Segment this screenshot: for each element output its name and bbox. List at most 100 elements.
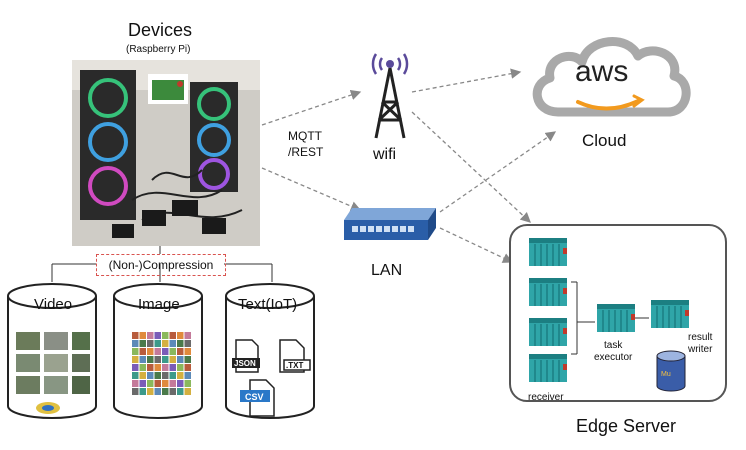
mosaic-tile [154,340,161,347]
mosaic-tile [184,356,191,363]
receiver-container-2 [528,277,568,307]
mosaic-tile [177,364,184,371]
mosaic-tile [169,388,176,395]
mosaic-tile [184,340,191,347]
result-writer-line-1: result [688,332,713,343]
mosaic-tile [147,348,154,355]
mosaic-tile [132,364,139,371]
mosaic-tile [147,356,154,363]
mosaic-tile [132,388,139,395]
mosaic-tile [139,356,146,363]
mosaic-tile [177,332,184,339]
wifi-label: wifi [373,146,397,163]
receiver-container-3 [528,317,568,347]
mosaic-tile [184,332,191,339]
mosaic-tile [139,388,146,395]
mosaic-tile [184,348,191,355]
image-mosaic [132,332,191,395]
mosaic-tile [139,332,146,339]
mosaic-tile [132,340,139,347]
mosaic-tile [147,380,154,387]
protocol-mqtt: MQTT [288,129,322,143]
mosaic-tile [169,356,176,363]
mosaic-tile [154,388,161,395]
devices-photo [72,60,260,246]
mosaic-tile [139,372,146,379]
mosaic-tile [169,340,176,347]
database-icon: Mu [656,350,686,392]
mosaic-tile [139,380,146,387]
mosaic-tile [147,332,154,339]
storage-cylinders [7,283,315,419]
mosaic-tile [177,388,184,395]
result-writer-line-2: writer [688,344,713,355]
mosaic-tile [162,348,169,355]
mosaic-tile [154,380,161,387]
text-iot-label: Text(IoT) [238,296,298,313]
mosaic-tile [147,364,154,371]
arrow-wifi-to-edge [411,111,531,223]
task-executor-line-2: executor [594,352,633,363]
edge-server-label: Edge Server [576,416,677,436]
receiver-container-4 [528,353,568,383]
mosaic-tile [139,364,146,371]
arrow-devices-to-wifi [261,89,362,126]
aws-cloud-icon [532,37,691,117]
receiver-label: receiver [528,392,564,403]
devices-title: Devices [128,20,193,40]
mosaic-tile [169,372,176,379]
mosaic-tile [162,356,169,363]
result-writer-label: result writer [688,332,712,356]
arrow-lan-to-cloud [439,131,557,213]
txt-file-label: .TXT [286,361,304,370]
mosaic-tile [177,356,184,363]
result-writer-container [650,299,690,329]
mosaic-tile [177,372,184,379]
task-executor-container [596,303,636,333]
video-thumbnails [16,332,90,414]
mosaic-tile [184,372,191,379]
task-executor-line-1: task [604,340,623,351]
mosaic-tile [154,364,161,371]
mosaic-tile [169,348,176,355]
mosaic-tile [147,388,154,395]
devices-subtitle: (Raspberry Pi) [126,44,191,55]
task-executor-label: task executor [594,340,632,364]
edge-server-internals: Mu [528,237,690,392]
protocol-rest: /REST [288,145,324,159]
svg-text:Mu: Mu [661,371,671,378]
mosaic-tile [162,388,169,395]
lan-switch-icon [344,208,436,240]
mosaic-tile [154,356,161,363]
cloud-label: Cloud [582,131,627,150]
mosaic-tile [147,340,154,347]
mosaic-tile [132,372,139,379]
protocol-label: MQTT /REST [288,128,323,160]
mosaic-tile [132,348,139,355]
compression-box: (Non-)Compression [96,254,226,276]
mosaic-tile [162,340,169,347]
mosaic-tile [162,364,169,371]
arrow-devices-to-lan [261,167,362,212]
mosaic-tile [139,340,146,347]
mosaic-tile [184,380,191,387]
mosaic-tile [132,332,139,339]
text-file-icons [232,339,311,417]
video-label: Video [34,296,73,313]
arrow-wifi-to-cloud [411,68,522,93]
mosaic-tile [162,372,169,379]
mosaic-tile [139,348,146,355]
mosaic-tile [184,364,191,371]
mosaic-tile [169,380,176,387]
json-file-label: JSON [234,359,256,368]
mosaic-tile [169,364,176,371]
mosaic-tile [154,348,161,355]
mosaic-tile [132,356,139,363]
mosaic-tile [154,332,161,339]
mosaic-tile [184,388,191,395]
csv-file-label: CSV [245,392,264,402]
mosaic-tile [169,332,176,339]
mosaic-tile [154,372,161,379]
arrow-lan-to-edge [439,227,514,263]
